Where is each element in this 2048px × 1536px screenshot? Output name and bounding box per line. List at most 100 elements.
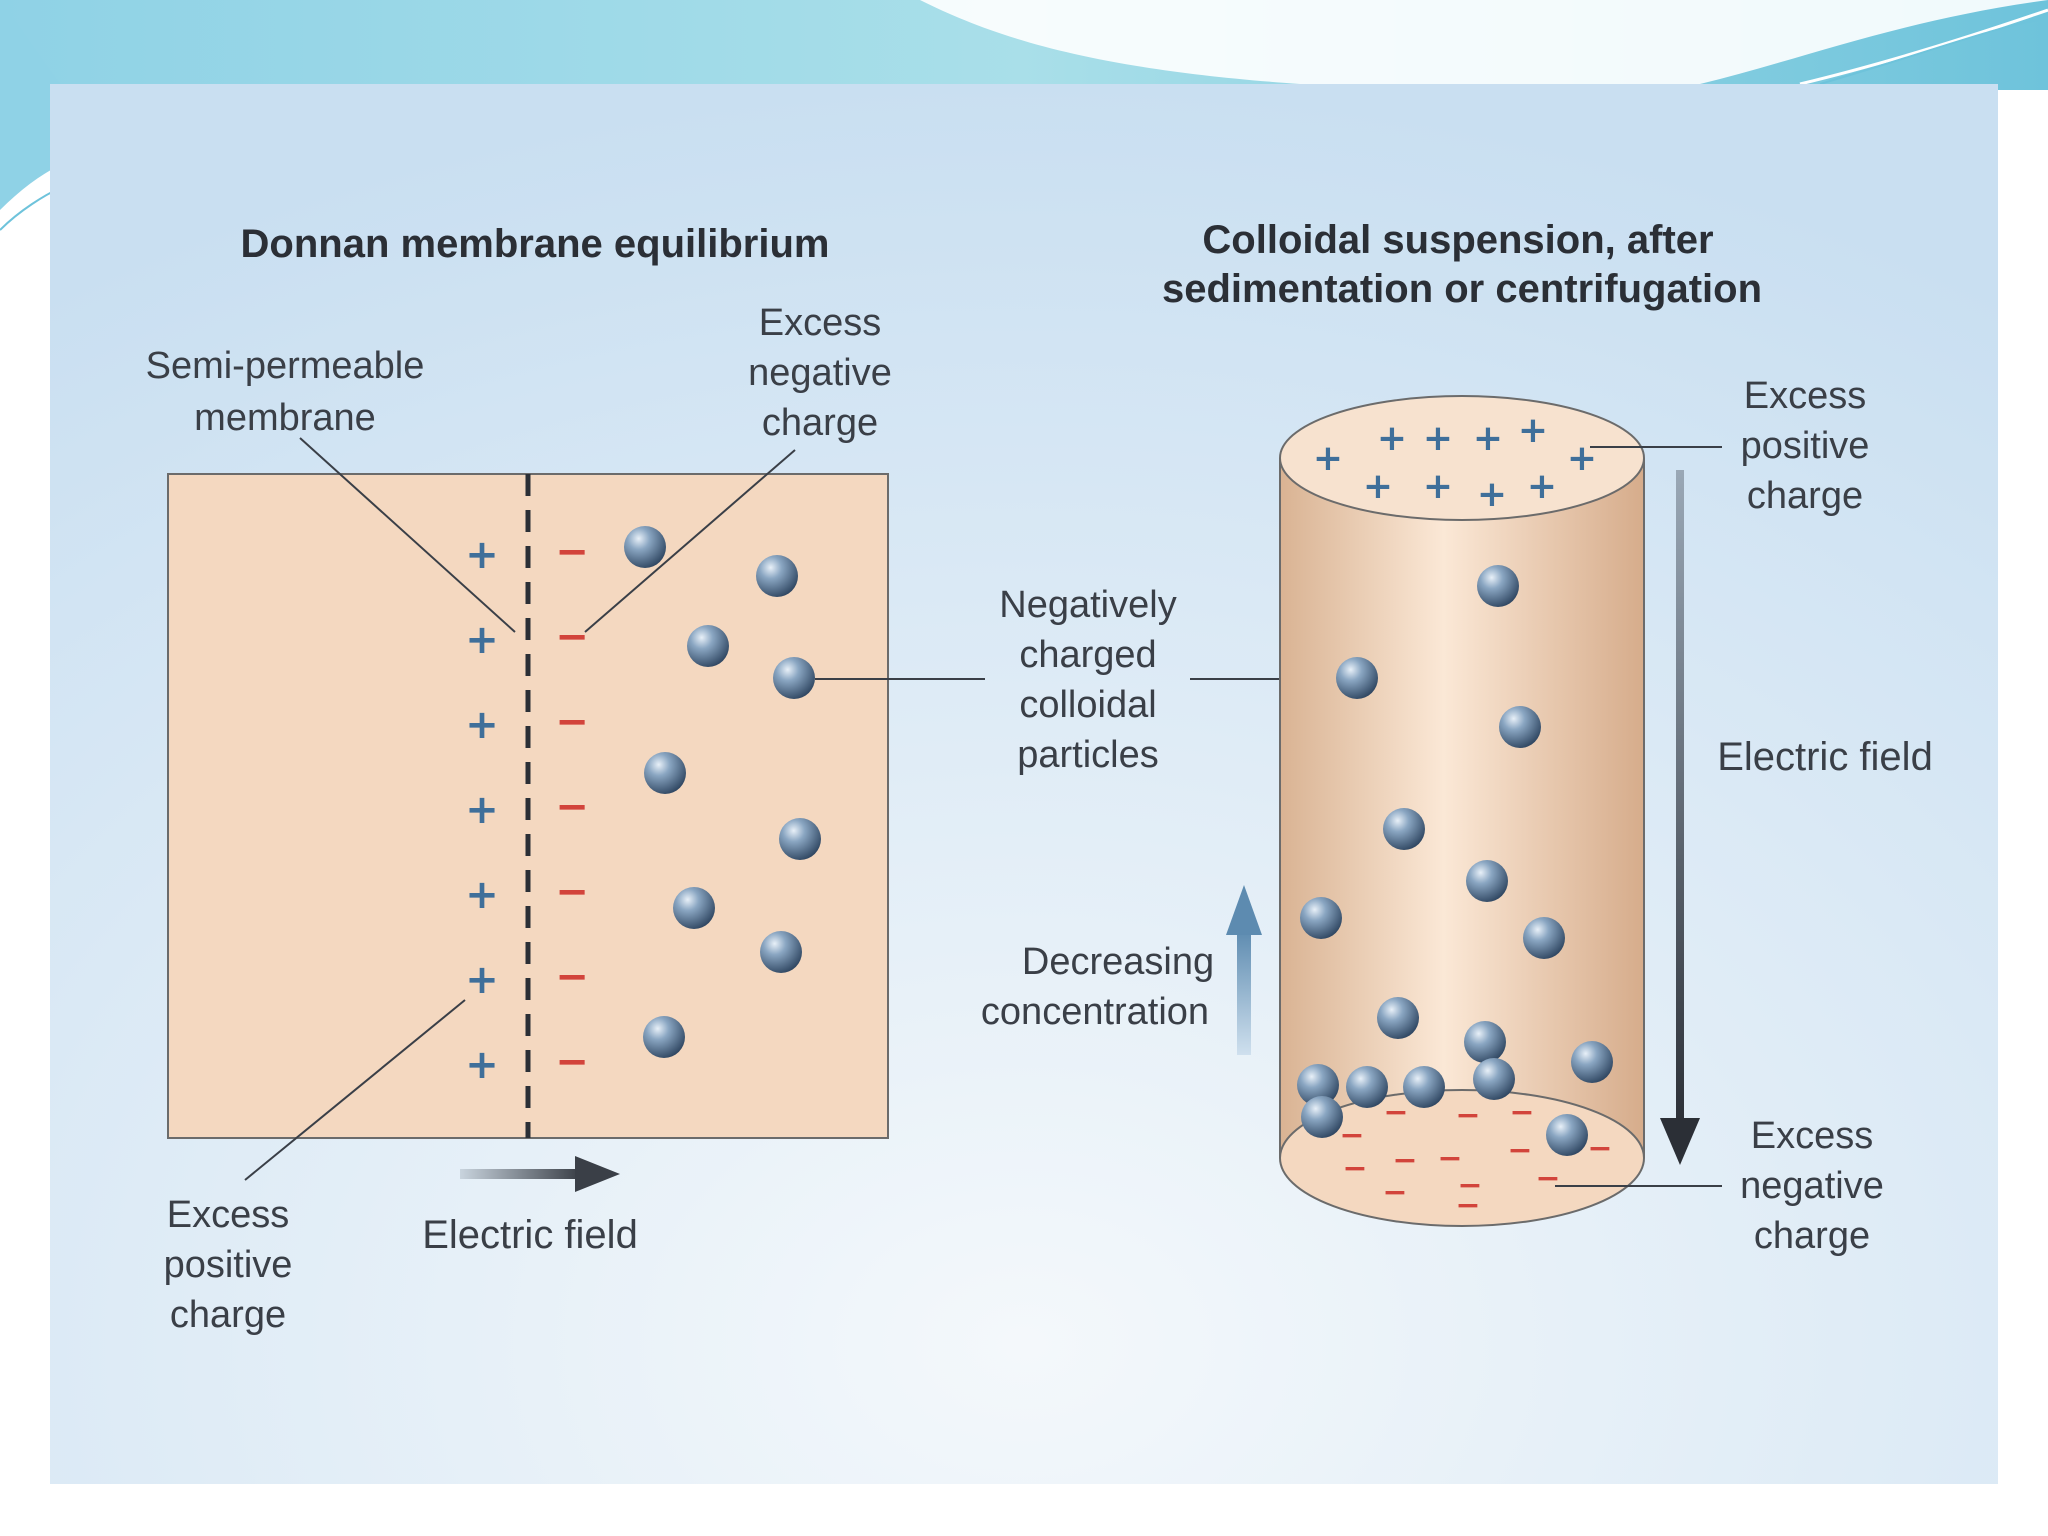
minus-charge: −: [1587, 1131, 1612, 1166]
colloidal-particle: [644, 752, 686, 794]
colloidal-particle: [1377, 997, 1419, 1039]
svg-text:charge: charge: [1747, 475, 1863, 517]
colloidal-particle: [760, 931, 802, 973]
svg-text:particles: particles: [1017, 734, 1159, 776]
minus-charge: −: [1457, 1168, 1482, 1203]
plus-charge: +: [1423, 418, 1453, 459]
minus-charge: −: [1342, 1151, 1367, 1186]
svg-text:Excess: Excess: [167, 1194, 289, 1236]
minus-charge: −: [1437, 1141, 1462, 1176]
minus-charge: −: [1507, 1133, 1532, 1168]
plus-charge: +: [1313, 438, 1343, 479]
svg-text:Excess: Excess: [1751, 1115, 1873, 1157]
left-electric-field-arrow: [460, 1156, 620, 1192]
minus-charge: −: [1455, 1188, 1480, 1223]
colloidal-particle: [1336, 657, 1378, 699]
right-title-line1: Colloidal suspension, after: [1202, 218, 1713, 262]
svg-text:charge: charge: [1754, 1215, 1870, 1257]
cylinder-top-positive-charges: + + + + + + + + + +: [1313, 410, 1597, 515]
plus-charge: +: [465, 1042, 499, 1088]
svg-text:Negatively: Negatively: [999, 584, 1176, 626]
concentration-label: Decreasing concentration: [981, 941, 1214, 1033]
minus-charge: −: [555, 529, 589, 575]
right-electric-field-arrow: [1660, 470, 1700, 1165]
membrane-label: Semi-permeable membrane: [146, 345, 425, 439]
left-electric-field-label: Electric field: [422, 1213, 638, 1257]
excess-negative-label-left: Excess negative charge: [748, 302, 892, 444]
right-electric-field-label: Electric field: [1717, 735, 1933, 779]
cylinder-colloidal-particles: [1297, 565, 1613, 1156]
membrane-charges: + + + + + + + − − − − − − −: [465, 529, 589, 1088]
plus-charge: +: [465, 532, 499, 578]
plus-charge: +: [465, 957, 499, 1003]
minus-charge: −: [1509, 1095, 1534, 1130]
svg-text:charged: charged: [1019, 634, 1156, 676]
colloidal-particle: [643, 1016, 685, 1058]
left-colloidal-particles: [624, 526, 821, 1058]
svg-text:positive: positive: [164, 1244, 293, 1286]
colloidal-particle: [1473, 1058, 1515, 1100]
particles-label: Negatively charged colloidal particles: [999, 584, 1176, 776]
minus-charge: −: [555, 699, 589, 745]
colloidal-particle: [624, 526, 666, 568]
plus-charge: +: [1363, 466, 1393, 507]
plus-charge: +: [465, 872, 499, 918]
decreasing-concentration-arrow: [1226, 885, 1262, 1055]
left-title: Donnan membrane equilibrium: [241, 222, 830, 266]
colloidal-particle: [1499, 706, 1541, 748]
plus-charge: +: [1527, 466, 1557, 507]
svg-text:Semi-permeable: Semi-permeable: [146, 345, 425, 387]
svg-text:positive: positive: [1741, 425, 1870, 467]
colloidal-particle: [1300, 897, 1342, 939]
excess-positive-label-right: Excess positive charge: [1741, 375, 1870, 517]
svg-text:negative: negative: [748, 352, 892, 394]
svg-text:Excess: Excess: [1744, 375, 1866, 417]
plus-charge: +: [1377, 418, 1407, 459]
minus-charge: −: [555, 869, 589, 915]
minus-charge: −: [1383, 1095, 1408, 1130]
plus-charge: +: [1567, 438, 1597, 479]
plus-charge: +: [465, 702, 499, 748]
plus-charge: +: [465, 787, 499, 833]
minus-charge: −: [1455, 1098, 1480, 1133]
minus-charge: −: [1339, 1118, 1364, 1153]
minus-charge: −: [1382, 1175, 1407, 1210]
minus-charge: −: [555, 784, 589, 830]
svg-text:negative: negative: [1740, 1165, 1884, 1207]
colloidal-particle: [756, 555, 798, 597]
svg-text:concentration: concentration: [981, 991, 1209, 1033]
sedimentation-cylinder: [1279, 395, 1645, 1227]
colloidal-particle: [1346, 1066, 1388, 1108]
colloidal-particle: [1403, 1066, 1445, 1108]
minus-charge: −: [555, 1039, 589, 1085]
slide-header-decoration: [0, 0, 2048, 231]
colloidal-particle: [1523, 917, 1565, 959]
plus-charge: +: [1473, 418, 1503, 459]
right-callout-lines: [1555, 446, 1722, 1187]
colloidal-particle: [673, 887, 715, 929]
plus-charge: +: [1423, 466, 1453, 507]
colloidal-particle: [1464, 1021, 1506, 1063]
colloidal-particle: [687, 625, 729, 667]
minus-charge: −: [555, 954, 589, 1000]
excess-positive-label-left: Excess positive charge: [164, 1194, 293, 1336]
svg-text:colloidal: colloidal: [1019, 684, 1156, 726]
svg-text:charge: charge: [762, 402, 878, 444]
svg-text:Excess: Excess: [759, 302, 881, 344]
minus-charge: −: [555, 614, 589, 660]
plus-charge: +: [1518, 410, 1548, 451]
excess-negative-label-right: Excess negative charge: [1740, 1115, 1884, 1257]
colloidal-particle: [1571, 1041, 1613, 1083]
colloidal-particle: [1301, 1096, 1343, 1138]
colloidal-particle: [1297, 1064, 1339, 1106]
right-title-line2: sedimentation or centrifugation: [1162, 267, 1762, 311]
plus-charge: +: [1477, 474, 1507, 515]
cylinder-bottom-negative-charges: − − − − − − − − − − − − −: [1339, 1095, 1612, 1223]
colloidal-particle: [1477, 565, 1519, 607]
svg-text:Decreasing: Decreasing: [1022, 941, 1214, 983]
colloidal-particle: [779, 818, 821, 860]
colloidal-particle: [773, 657, 815, 699]
colloidal-particle: [1383, 808, 1425, 850]
